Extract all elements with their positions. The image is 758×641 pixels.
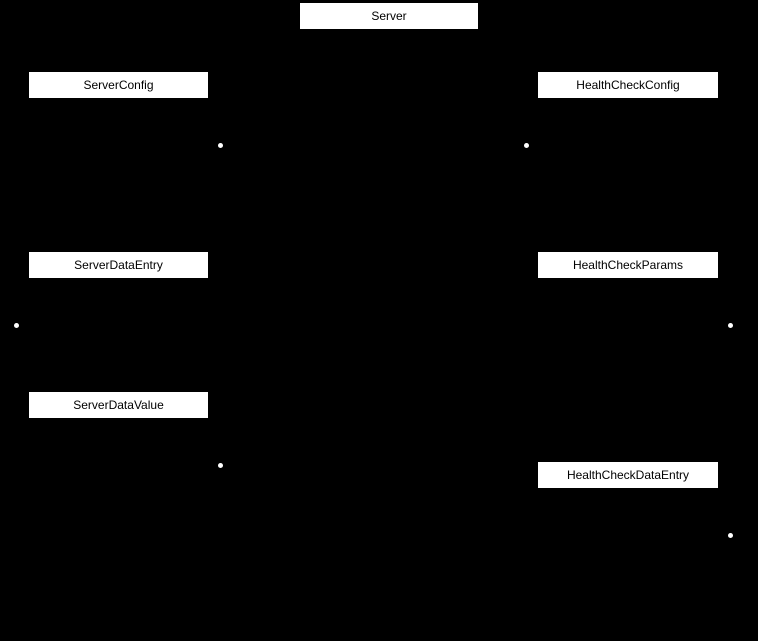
node-server-data-value[interactable]: ServerDataValue (29, 392, 208, 418)
node-server[interactable]: Server (300, 3, 478, 29)
connector-endpoint-dot (13, 322, 19, 328)
connector-endpoint-dot (523, 142, 529, 148)
node-label: HealthCheckParams (572, 258, 684, 272)
node-label: Server (371, 9, 407, 23)
node-label: ServerDataValue (73, 398, 164, 412)
connector-endpoint-dot (217, 142, 223, 148)
node-health-check-data-entry[interactable]: HealthCheckDataEntry (538, 462, 718, 488)
connector-endpoint-dot (217, 462, 223, 468)
connector-endpoint-dot (727, 532, 733, 538)
connector-endpoint-dot (727, 322, 733, 328)
node-server-data-entry[interactable]: ServerDataEntry (29, 252, 208, 278)
node-label: HealthCheckConfig (576, 78, 680, 92)
node-label: ServerConfig (83, 78, 154, 92)
node-server-config[interactable]: ServerConfig (29, 72, 208, 98)
node-label: HealthCheckDataEntry (566, 468, 690, 482)
node-label: ServerDataEntry (74, 258, 163, 272)
node-health-check-params[interactable]: HealthCheckParams (538, 252, 718, 278)
node-health-check-config[interactable]: HealthCheckConfig (538, 72, 718, 98)
